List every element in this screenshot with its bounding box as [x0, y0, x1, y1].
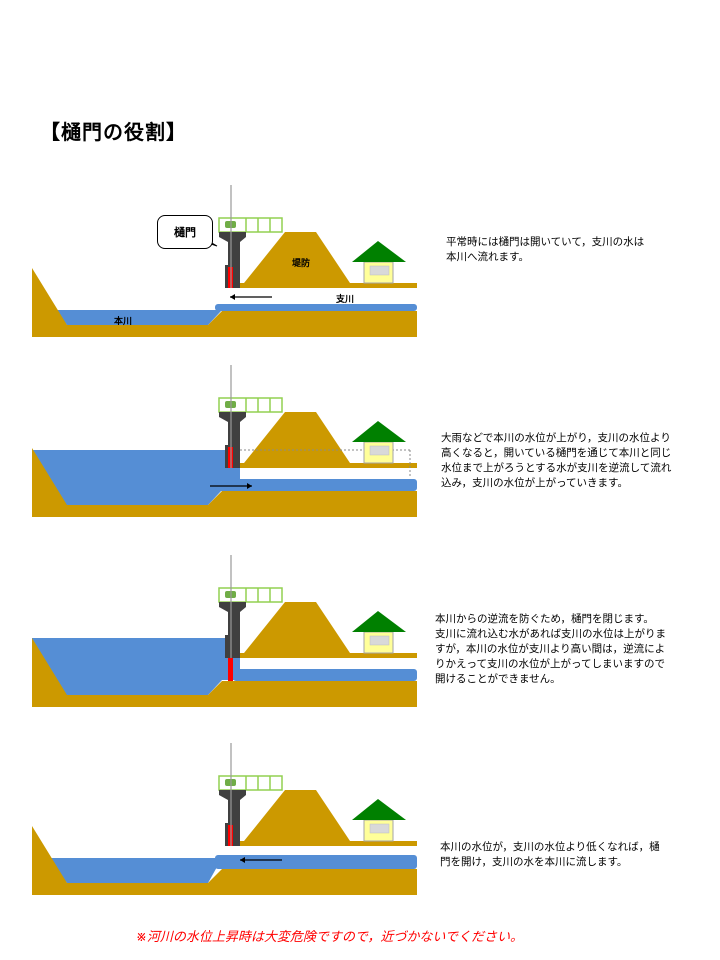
gate-railing	[218, 587, 283, 603]
house-window	[369, 265, 390, 276]
gate-tower	[219, 232, 246, 288]
page-title: 【樋門の役割】	[40, 120, 187, 144]
panel-2-description: 大雨などで本川の水位が上がり，支川の水位より 高くなると，開いている樋門を通じて…	[441, 432, 672, 489]
levee	[240, 790, 350, 846]
tributary-water	[215, 479, 417, 491]
gate-railing	[218, 397, 283, 413]
house-roof	[352, 799, 406, 820]
levee	[240, 602, 350, 658]
railing-frame	[218, 587, 283, 603]
main-river-water	[32, 638, 240, 695]
house-roof	[352, 241, 406, 262]
tributary-label: 支川	[336, 295, 355, 305]
floodplain-ground	[240, 463, 417, 468]
house-roof	[352, 611, 406, 632]
house-window	[369, 635, 390, 646]
levee-label: 堤防	[292, 259, 311, 269]
flow-arrow-head-icon	[247, 483, 252, 489]
flow-arrow-head-icon	[240, 857, 245, 863]
house-window	[369, 823, 390, 834]
tributary-water	[233, 669, 417, 681]
gate-callout-label: 樋門	[174, 226, 196, 239]
gate-railing	[218, 775, 283, 791]
riverbed-ground	[32, 826, 417, 895]
house-roof	[352, 421, 406, 442]
main-river-water	[48, 858, 222, 883]
flow-arrow-head-icon	[230, 294, 235, 300]
main-river-water	[32, 450, 240, 505]
levee	[240, 412, 350, 468]
warning-footer: ※河川の水位上昇時は大変危険ですので，近づかないでください。	[136, 930, 523, 945]
gate-callout: 樋門	[157, 215, 213, 249]
railing-frame	[218, 217, 283, 233]
panel-4	[32, 743, 417, 895]
gate-leaf-closed	[228, 658, 233, 681]
gate-railing	[218, 217, 283, 233]
gate-tower	[219, 602, 246, 658]
railing-frame	[218, 397, 283, 413]
main-river-water	[56, 310, 222, 325]
tributary-water	[215, 855, 417, 869]
riverbed-ground	[32, 638, 417, 707]
floodplain-ground	[240, 841, 417, 846]
panel-1-description: 平常時には樋門は開いていて，支川の水は 本川へ流れます。	[446, 236, 645, 263]
floodplain-ground	[240, 653, 417, 658]
house-window	[369, 445, 390, 456]
floodplain-ground	[240, 283, 417, 288]
levee	[240, 232, 350, 288]
panel-3	[32, 555, 417, 707]
railing-frame	[218, 775, 283, 791]
panel-2	[32, 365, 417, 517]
riverbed-ground	[32, 448, 417, 517]
gate-tower	[219, 790, 246, 846]
tributary-water	[215, 304, 417, 311]
panel-1	[32, 185, 417, 337]
riverbed-ground	[32, 268, 417, 337]
panel-3-description: 本川からの逆流を防ぐため，樋門を閉じます。 支川に流れ込む水があれば支川の水位は…	[435, 613, 666, 685]
gate-tower	[219, 412, 246, 468]
main-river-label: 本川	[114, 317, 133, 327]
panel-4-description: 本川の水位が，支川の水位より低くなれば，樋 門を開け，支川の水を本川に流します。	[440, 841, 660, 868]
